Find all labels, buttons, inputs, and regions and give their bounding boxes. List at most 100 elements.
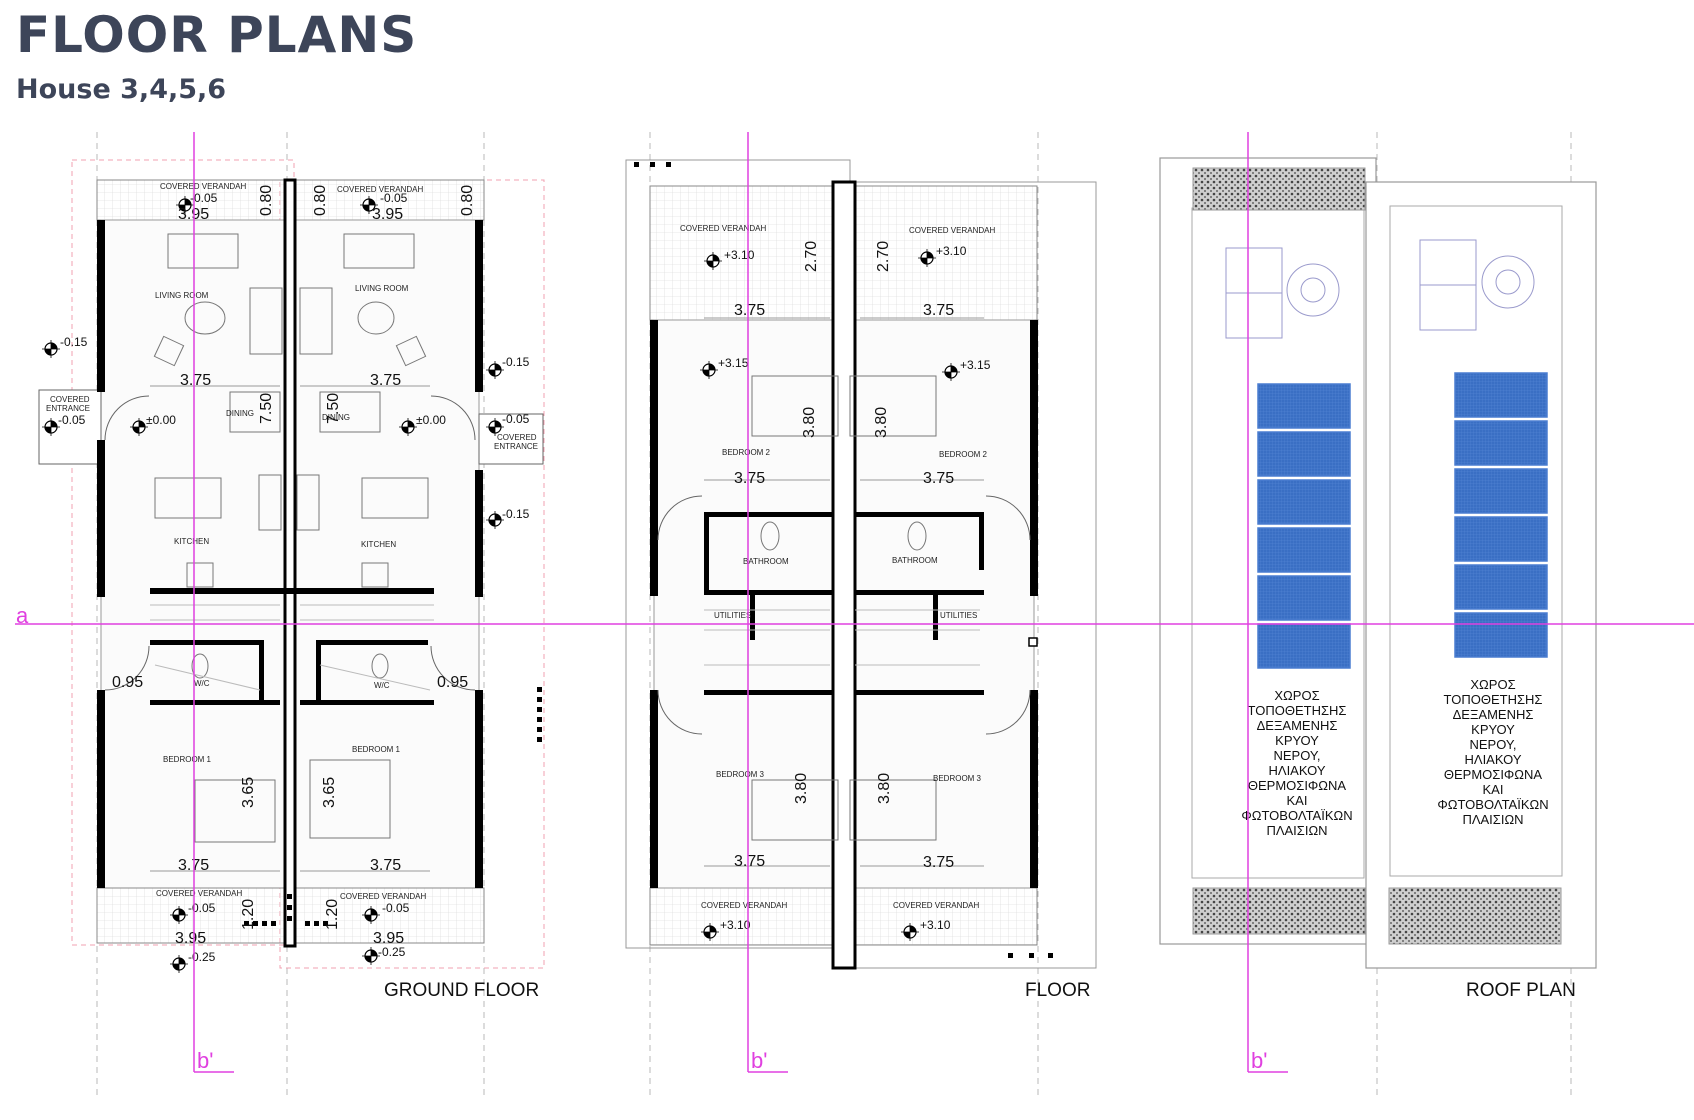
ff-bath-left-label: BATHROOM (743, 557, 789, 566)
ff-level-verandah-bottom-left: +3.10 (720, 918, 751, 932)
gf-bedroom-right-label: BEDROOM 1 (352, 745, 401, 754)
ff-dim-bed2-left-width: 3.75 (734, 470, 765, 487)
ff-dim-bed2-right-height: 3.80 (873, 407, 890, 438)
ff-level-bedroom-left: +3.15 (718, 356, 749, 370)
gf-dim-bottom-depth-2: 1.20 (324, 899, 341, 930)
gf-level-verandah-bottom-left: -0.05 (188, 901, 216, 915)
roof-note-left-line-6: ΗΛΙΑΚΟΥ (1269, 763, 1326, 778)
ff-verandah-bottom-right-label: COVERED VERANDAH (893, 901, 979, 910)
ff-bedroom3-right-label: BEDROOM 3 (933, 774, 982, 783)
ff-dim-bed3-right-width: 3.75 (923, 854, 954, 871)
section-a-label: a (16, 603, 29, 628)
gf-dim-top-right-width: 3.95 (372, 206, 403, 223)
roof-note-left-line-8: ΚΑΙ (1287, 793, 1308, 808)
ff-dim-verandah-left-height: 2.70 (803, 241, 820, 272)
gf-verandah-bottom-left-label: COVERED VERANDAH (156, 889, 242, 898)
ff-level-bedroom-right: +3.15 (960, 358, 991, 372)
gf-level-ext-bottom-left: -0.25 (188, 950, 216, 964)
ff-level-verandah-top-left: +3.10 (724, 248, 755, 262)
gf-bedroom-left-label: BEDROOM 1 (163, 755, 212, 764)
roof-note-right-line-7: ΘΕΡΜΟΣΙΦΩΝΑ (1444, 767, 1543, 782)
ff-dim-verandah-right-height: 2.70 (875, 241, 892, 272)
gf-level-entrance-right: -0.05 (502, 412, 530, 426)
gf-wc-right-label: W/C (374, 681, 390, 690)
gf-level-outside-right-2: -0.15 (502, 507, 530, 521)
gf-verandah-top-right-label: COVERED VERANDAH (337, 185, 423, 194)
gf-level-verandah-bottom-right: -0.05 (382, 901, 410, 915)
gf-level-outside-left: -0.15 (60, 335, 88, 349)
gf-level-verandah-top-right: -0.05 (380, 191, 408, 205)
ground-floor-title: GROUND FLOOR (384, 980, 539, 1001)
ff-dim-bed3-left-height: 3.80 (793, 773, 810, 804)
section-b-label-floor: b' (751, 1048, 767, 1073)
ff-dim-bed2-left-height: 3.80 (801, 407, 818, 438)
roof-note-left-line-3: ΔΕΞΑΜΕΝΗΣ (1257, 718, 1338, 733)
ff-dim-bed3-left-width: 3.75 (734, 853, 765, 870)
gf-dim-mid-right-height: 7.50 (325, 393, 342, 424)
gf-living-right-label: LIVING ROOM (355, 284, 409, 293)
roof-note-left-line-9: ΦΩΤΟΒΟΛΤΑΪΚΩΝ (1241, 808, 1352, 823)
gf-entrance-left-label-2: ENTRANCE (46, 404, 90, 413)
ff-dim-verandah-left-width: 3.75 (734, 302, 765, 319)
roof-note-left-line-10: ΠΛΑΙΣΙΩΝ (1266, 823, 1327, 838)
gf-dining-right-label: DINING (322, 413, 350, 422)
roof-note-right-line-1: ΧΩΡΟΣ (1470, 677, 1515, 692)
page-title: FLOOR PLANS (16, 6, 418, 64)
roof-note-left-line-5: ΝΕΡΟΥ, (1273, 748, 1320, 763)
ff-verandah-top-left-label: COVERED VERANDAH (680, 224, 766, 233)
gf-dim-top-depth-2: 0.80 (312, 185, 329, 216)
section-lines (15, 132, 1694, 1073)
gf-dim-top-depth-1: 0.80 (258, 185, 275, 216)
roof-note-right-line-10: ΠΛΑΙΣΙΩΝ (1462, 812, 1523, 827)
gf-level-main-right: ±0.00 (416, 413, 446, 427)
roof-note-right-line-5: ΝΕΡΟΥ, (1469, 737, 1516, 752)
ff-level-verandah-top-right: +3.10 (936, 244, 967, 258)
roof-note-right-line-8: ΚΑΙ (1483, 782, 1504, 797)
gf-entrance-right-label-1: COVERED (497, 433, 537, 442)
gf-entrance-left-label-1: COVERED (50, 395, 90, 404)
ff-bedroom2-left-label: BEDROOM 2 (722, 448, 771, 457)
gf-verandah-top-left-label: COVERED VERANDAH (160, 182, 246, 191)
gf-kitchen-left-label: KITCHEN (174, 537, 209, 546)
roof-note-left-line-4: ΚΡΥΟΥ (1275, 733, 1319, 748)
gf-dim-bed-right-width: 3.75 (370, 857, 401, 874)
gf-level-entrance-left: -0.05 (58, 413, 86, 427)
gf-dim-side-left: 0.95 (112, 674, 143, 691)
gf-entrance-right-label-2: ENTRANCE (494, 442, 538, 451)
roof-note-left-line-2: ΤΟΠΟΘΕΤΗΣΗΣ (1248, 703, 1347, 718)
gf-dining-left-label: DINING (226, 409, 254, 418)
gf-dim-bottom-right-width: 3.95 (373, 930, 404, 947)
roof-note-left-line-7: ΘΕΡΜΟΣΙΦΩΝΑ (1248, 778, 1347, 793)
ff-level-verandah-bottom-right: +3.10 (920, 918, 951, 932)
ground-floor-plan: COVERED VERANDAH COVERED VERANDAH LIVING… (38, 132, 545, 1095)
gf-dim-bed-right-height: 3.65 (321, 777, 338, 808)
roof-plan-title: ROOF PLAN (1466, 980, 1576, 1001)
gf-wc-left-label: W/C (194, 679, 210, 688)
gf-dim-bed-left-height: 3.65 (240, 777, 257, 808)
gf-level-ext-bottom-right: -0.25 (378, 945, 406, 959)
ff-verandah-bottom-left-label: COVERED VERANDAH (701, 901, 787, 910)
gf-dim-living-left-width: 3.75 (180, 372, 211, 389)
ff-dim-verandah-right-width: 3.75 (923, 302, 954, 319)
gf-verandah-bottom-right-label: COVERED VERANDAH (340, 892, 426, 901)
ff-dim-bed2-right-width: 3.75 (923, 470, 954, 487)
gf-level-outside-right-1: -0.15 (502, 355, 530, 369)
gf-level-main-left: ±0.00 (146, 413, 176, 427)
gf-kitchen-right-label: KITCHEN (361, 540, 396, 549)
gf-living-left-label: LIVING ROOM (155, 291, 209, 300)
ff-dim-bed3-right-height: 3.80 (876, 773, 893, 804)
ff-verandah-top-right-label: COVERED VERANDAH (909, 226, 995, 235)
roof-note-right-line-6: ΗΛΙΑΚΟΥ (1465, 752, 1522, 767)
gf-dim-bottom-left-width: 3.95 (175, 930, 206, 947)
gf-dim-mid-left-height: 7.50 (258, 393, 275, 424)
ff-util-right-label: UTILITIES (940, 611, 977, 620)
gf-dim-bottom-depth-1: 1.20 (240, 899, 257, 930)
ff-bedroom3-left-label: BEDROOM 3 (716, 770, 765, 779)
gf-dim-top-depth-3: 0.80 (459, 185, 476, 216)
ff-bath-right-label: BATHROOM (892, 556, 938, 565)
first-floor-plan: COVERED VERANDAH COVERED VERANDAH BEDROO… (625, 132, 1097, 1095)
gf-level-verandah-top-left: -0.05 (190, 191, 218, 205)
roof-note-right-line-4: ΚΡΥΟΥ (1471, 722, 1515, 737)
roof-note-right-line-3: ΔΕΞΑΜΕΝΗΣ (1453, 707, 1534, 722)
